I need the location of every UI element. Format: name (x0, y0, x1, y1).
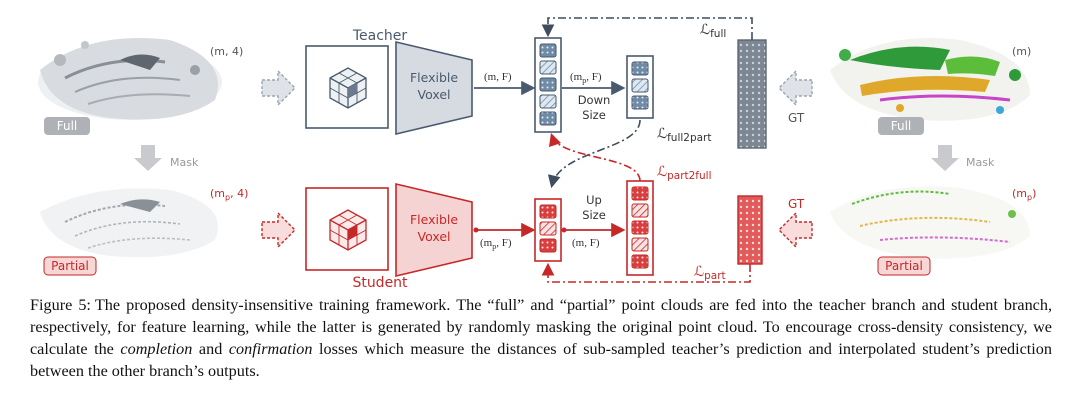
loss-full2part-label: ℒfull2part (657, 126, 712, 144)
mask-arrow: Mask (134, 145, 199, 171)
partial-tag-label: Partial (51, 259, 89, 273)
student-input-arrow (261, 211, 296, 249)
student-feature-column (534, 198, 562, 262)
gt-partial-shape: (mp) (1012, 187, 1036, 202)
caption-label: Figure 5: (30, 296, 91, 314)
partial-point-cloud (40, 188, 218, 258)
framework-diagram: (m, 4) Full Mask (mp, 4) Partial Teacher… (38, 17, 1036, 291)
teacher-title: Teacher (352, 28, 408, 44)
mask-arrow-right: Mask (931, 145, 995, 171)
caption-text-1: The proposed density-insensitive trainin… (30, 296, 1053, 358)
loss-full-label: ℒfull (700, 22, 726, 40)
gt-full-point-cloud (830, 38, 1030, 121)
teacher-gt-column (737, 39, 767, 149)
down-label-2: Size (582, 108, 606, 122)
caption-text-3: losses which measure the distances of su… (30, 340, 1052, 380)
loss-full2part-path (547, 119, 641, 189)
caption-em-confirmation: confirmation (228, 340, 313, 358)
teacher-voxel-label-2: Voxel (417, 87, 450, 102)
student-feature-shape: (mp, F) (480, 237, 512, 251)
student-voxel-label-1: Flexible (410, 212, 458, 227)
student-voxel-icon-box (305, 187, 389, 271)
full-tag-right (878, 117, 924, 135)
partial-tag-right-label: Partial (885, 259, 923, 273)
caption-em-completion: completion (120, 340, 193, 358)
loss-part2full-label: ℒpart2full (657, 164, 712, 182)
input-full-shape: (m, 4) (210, 45, 243, 58)
partial-tag-right (877, 256, 931, 276)
partial-tag (43, 256, 97, 276)
figure-caption: Figure 5:The proposed density-insensitiv… (30, 294, 1052, 382)
loss-part-path (541, 262, 751, 283)
cube-icon-teacher (329, 67, 367, 109)
student-title: Student (352, 275, 408, 291)
full-point-cloud (38, 38, 222, 120)
gt-full-shape: (m) (1012, 45, 1031, 58)
up-label-1: Up (586, 193, 602, 207)
student-voxel-label-2: Voxel (417, 229, 450, 244)
teacher-downsized-column (626, 55, 654, 119)
student-gt-arrow (778, 211, 813, 249)
loss-part2full-path (548, 132, 641, 182)
down-label-1: Down (578, 93, 611, 107)
cube-icon-student (329, 209, 367, 251)
loss-part-label: ℒpart (694, 264, 726, 282)
full-tag-label: Full (57, 119, 78, 133)
gt-partial-point-cloud (830, 186, 1030, 259)
up-label-2: Size (582, 208, 606, 222)
teacher-flexible-voxel (395, 40, 473, 136)
teacher-feature-column (534, 37, 562, 133)
student-gt-column (737, 195, 763, 265)
teacher-feature-shape: (m, F) (484, 71, 512, 83)
teacher-input-arrow (261, 69, 296, 107)
mask-label-right: Mask (966, 156, 995, 169)
up-shape: (m, F) (572, 237, 600, 249)
gt-label-student: GT (788, 197, 805, 211)
full-tag-right-label: Full (891, 119, 912, 133)
down-shape: (mp, F) (570, 71, 602, 85)
student-flexible-voxel (395, 182, 473, 278)
mask-label-left: Mask (170, 156, 199, 169)
gt-label-teacher: GT (788, 111, 805, 125)
caption-text-2: and (192, 340, 229, 358)
full-tag (44, 117, 90, 135)
student-upsized-column (626, 180, 654, 276)
loss-full-path (541, 17, 753, 40)
teacher-gt-arrow (778, 69, 813, 107)
input-partial-shape: (mp, 4) (210, 187, 248, 202)
teacher-voxel-label-1: Flexible (410, 70, 458, 85)
